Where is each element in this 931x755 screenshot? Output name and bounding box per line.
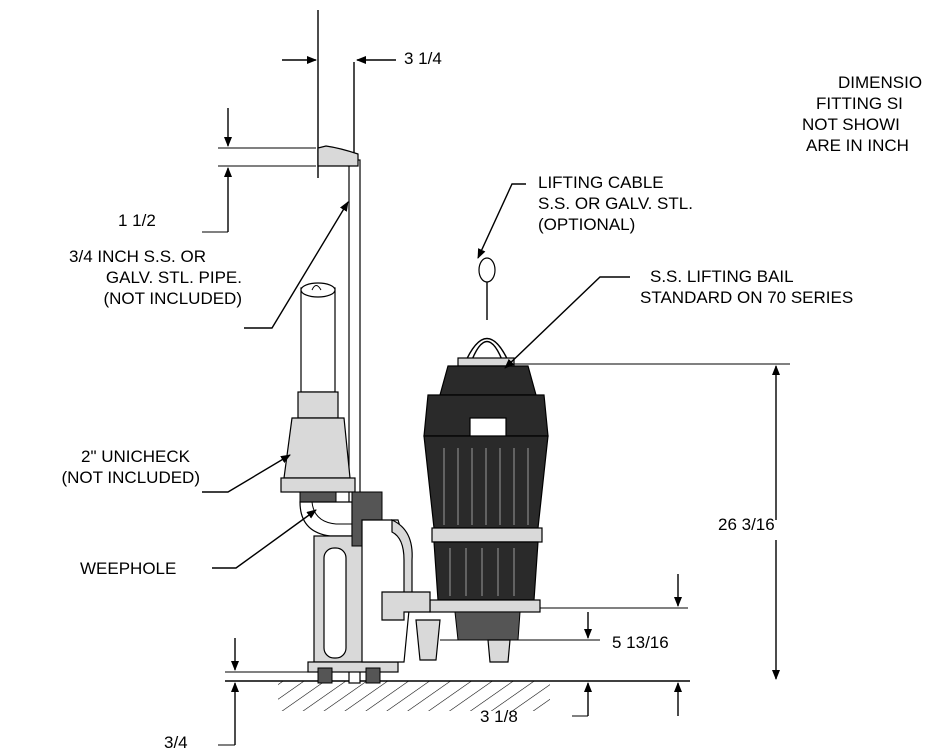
dim-base-plate: 3/4	[164, 733, 188, 752]
dim-discharge-height: 5 13/16	[612, 633, 669, 652]
note-line-4: ARE IN INCH	[806, 136, 909, 155]
dim-base-height-lines	[572, 682, 682, 717]
pipe-line-3: (NOT INCLUDED)	[103, 289, 242, 308]
pipe-line-1: 3/4 INCH S.S. OR	[69, 247, 206, 266]
lifting-cable-line-2: S.S. OR GALV. STL.	[538, 194, 693, 213]
dim-bracket-height-lines	[202, 108, 316, 233]
dimension-note: DIMENSIO FITTING SI NOT SHOWI ARE IN INC…	[790, 72, 931, 156]
dim-discharge-height-lines	[440, 574, 688, 641]
dim-overall-height-lines	[512, 363, 790, 680]
unicheck-line-2: (NOT INCLUDED)	[61, 468, 200, 487]
lifting-cable-line-3: (OPTIONAL)	[538, 215, 636, 234]
lifting-cable-line-1: LIFTING CABLE	[538, 173, 664, 192]
dim-top-offset: 3 1/4	[404, 49, 442, 68]
upper-guide-bracket	[317, 145, 359, 167]
note-line-2: FITTING SI	[816, 94, 903, 113]
unicheck-label: 2" UNICHECK (NOT INCLUDED)	[0, 446, 200, 488]
pipe-label: 3/4 INCH S.S. OR GALV. STL. PIPE. (NOT I…	[20, 246, 242, 309]
note-line-3: NOT SHOWI	[802, 115, 900, 134]
dim-overall-height: 26 3/16	[718, 515, 775, 534]
note-line-1: DIMENSIO	[838, 73, 923, 92]
elbow-and-base	[299, 491, 413, 684]
leader-lines	[202, 183, 630, 569]
lifting-bail-label: S.S. LIFTING BAIL STANDARD ON 70 SERIES	[640, 266, 853, 308]
lifting-bail-line-1: S.S. LIFTING BAIL	[650, 267, 794, 286]
lifting-cable-label: LIFTING CABLE S.S. OR GALV. STL. (OPTION…	[538, 172, 693, 235]
discharge-pipe	[280, 282, 356, 503]
dim-base-plate-lines	[218, 638, 310, 746]
pump-body	[381, 257, 549, 663]
pipe-line-2: GALV. STL. PIPE.	[105, 268, 242, 287]
lifting-bail-line-2: STANDARD ON 70 SERIES	[640, 288, 854, 307]
dim-base-height: 3 1/8	[480, 707, 518, 726]
unicheck-line-1: 2" UNICHECK	[81, 447, 190, 466]
dim-bracket-height: 1 1/2	[118, 211, 156, 230]
ground-hatch	[225, 680, 690, 711]
weephole-label: WEEPHOLE	[80, 559, 177, 578]
